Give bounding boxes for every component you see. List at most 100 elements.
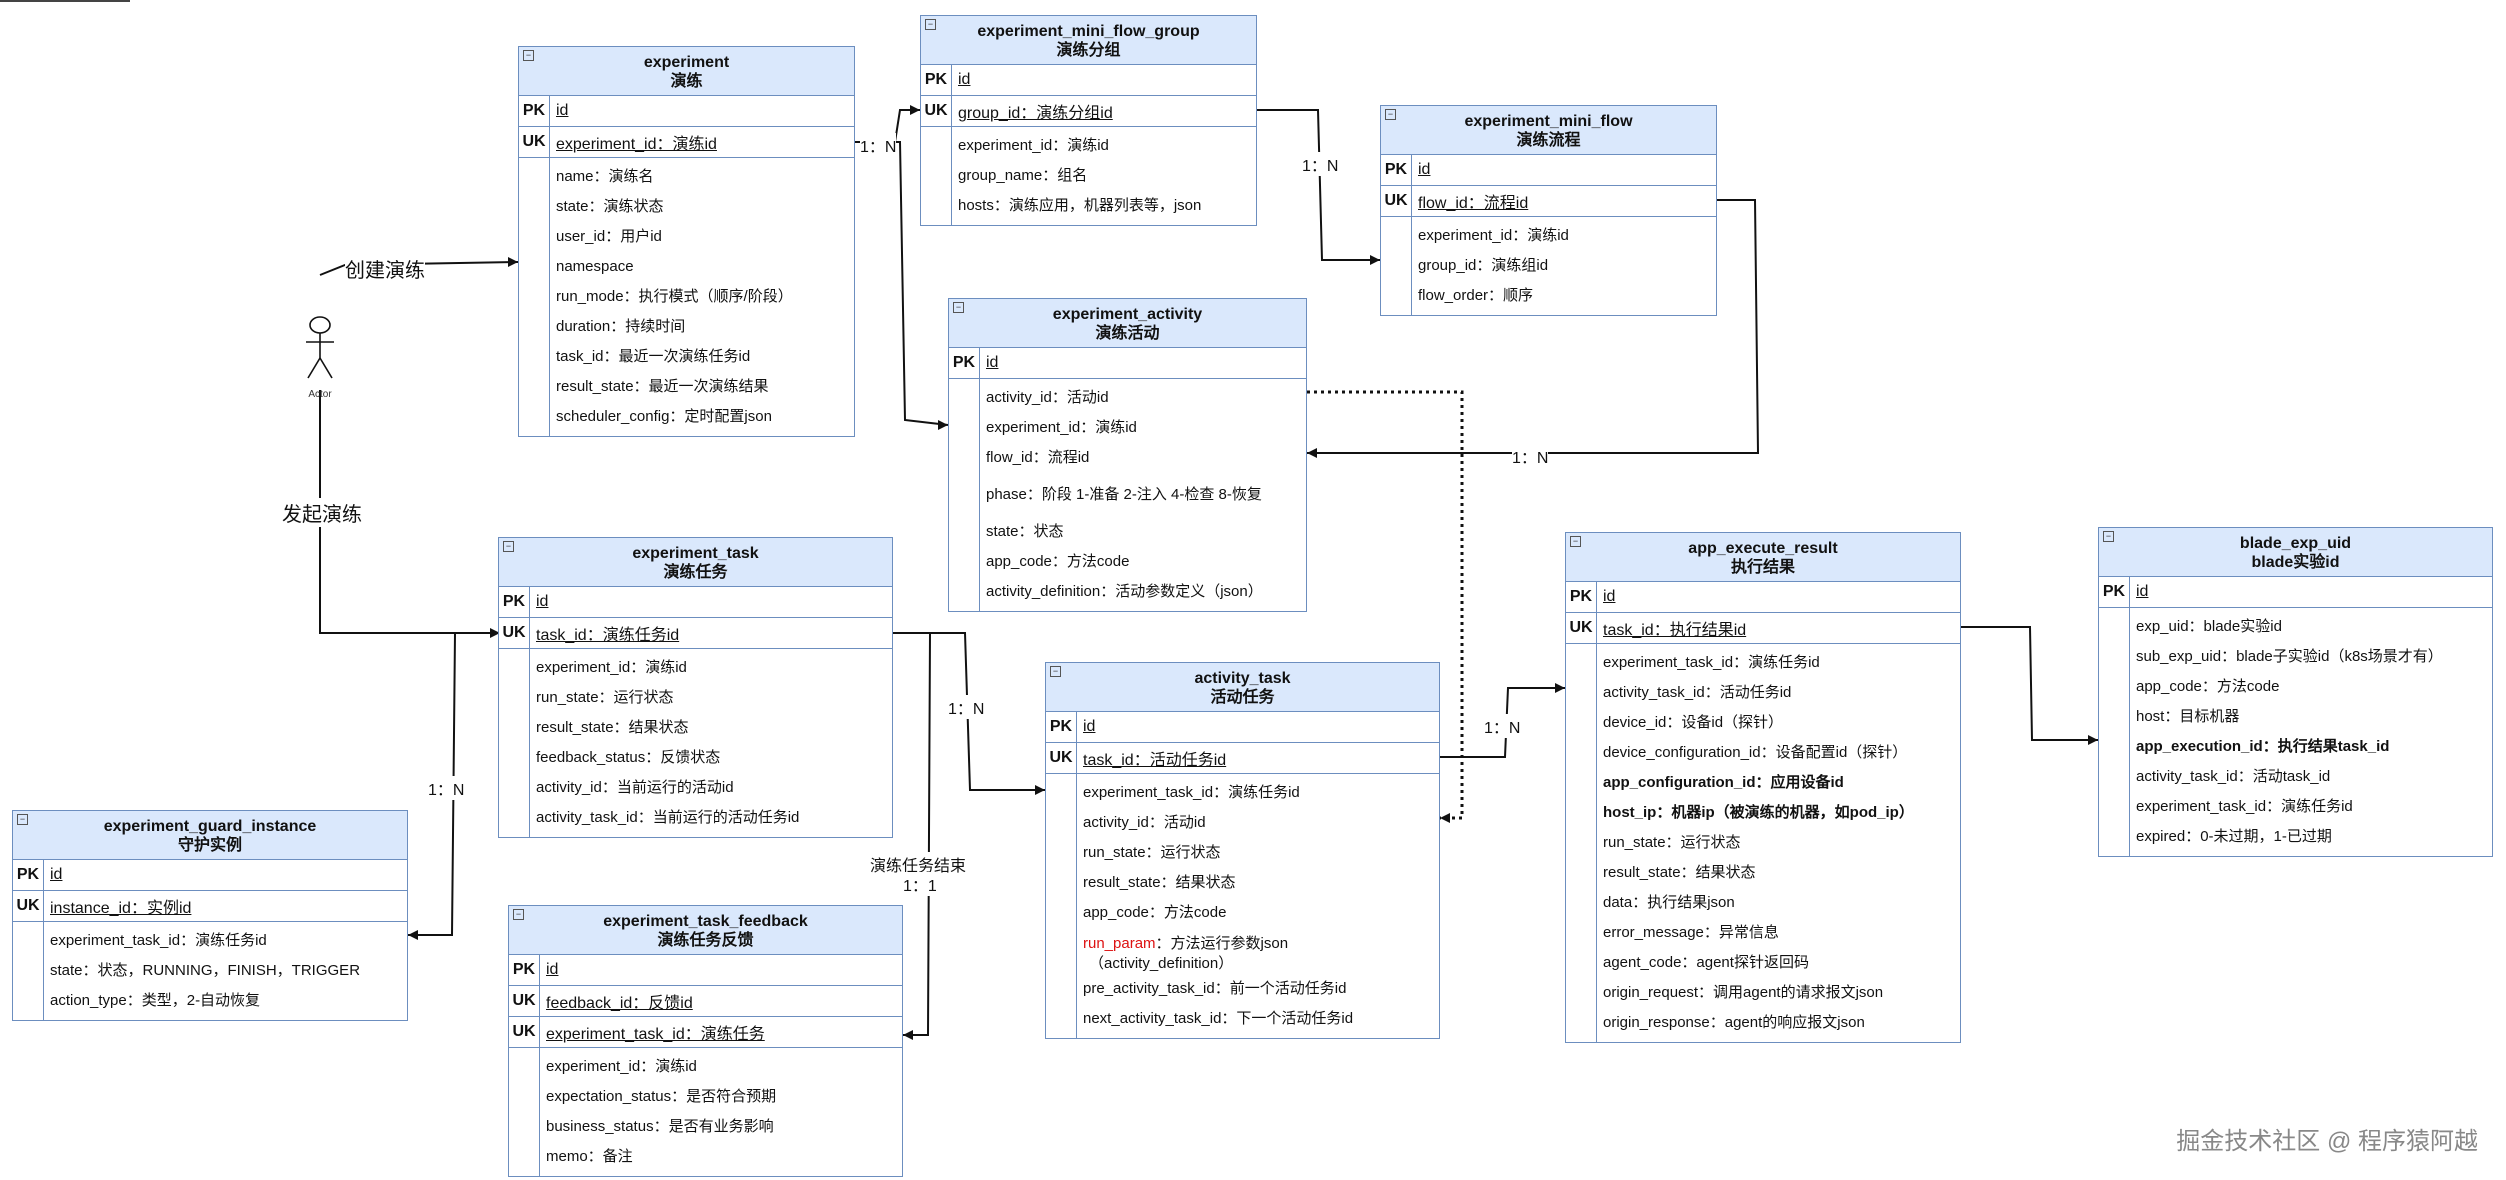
field: state：状态 bbox=[986, 523, 1064, 540]
field: result_state：结果状态 bbox=[1603, 864, 1756, 881]
pk-badge: PK bbox=[921, 65, 952, 95]
entity-subtitle: 演练流程 bbox=[1516, 132, 1581, 149]
field: experiment_id：演练id bbox=[546, 1058, 697, 1075]
field-pk: id bbox=[50, 866, 63, 883]
field: app_configuration_id：应用设备id bbox=[1603, 774, 1844, 791]
uk-badge: UK bbox=[519, 127, 550, 157]
field-uk: task_id：执行结果id bbox=[1603, 622, 1747, 639]
entity-title: experiment_mini_flow_group bbox=[977, 23, 1200, 40]
label-flow-activity-cardinality: 1：N bbox=[1512, 444, 1549, 468]
field: activity_task_id：当前运行的活动任务id bbox=[536, 809, 800, 826]
field-uk: task_id：活动任务id bbox=[1083, 752, 1227, 769]
field-uk: experiment_task_id：演练任务 bbox=[546, 1026, 765, 1043]
edge-task-feedback bbox=[893, 632, 932, 1036]
field: device_id：设备id（探针） bbox=[1603, 714, 1784, 731]
field: origin_request：调用agent的请求报文json bbox=[1603, 984, 1884, 1001]
field: flow_order：顺序 bbox=[1418, 287, 1534, 304]
field-pk: id bbox=[556, 102, 569, 119]
field: action_type：类型，2-自动恢复 bbox=[50, 992, 261, 1009]
actor-label: Actor bbox=[308, 389, 332, 400]
collapse-icon[interactable]: − bbox=[1570, 536, 1581, 547]
field-pk: id bbox=[1418, 161, 1431, 178]
field: pre_activity_task_id：前一个活动任务id bbox=[1083, 980, 1347, 997]
entity-subtitle: 活动任务 bbox=[1210, 689, 1275, 706]
field: experiment_id：演练id bbox=[1418, 227, 1569, 244]
uk-badge: UK bbox=[1381, 186, 1412, 216]
collapse-icon[interactable]: − bbox=[925, 19, 936, 30]
field: activity_task_id：活动任务id bbox=[1603, 684, 1792, 701]
pk-badge: PK bbox=[949, 348, 980, 378]
field: result_state：结果状态 bbox=[1083, 874, 1236, 891]
run-param-key: run_param bbox=[1083, 935, 1156, 952]
field: name：演练名 bbox=[556, 168, 654, 185]
field: run_mode：执行模式（顺序/阶段） bbox=[556, 288, 793, 305]
entity-title: experiment bbox=[643, 54, 730, 71]
legend-line bbox=[0, 0, 130, 2]
field-pk: id bbox=[546, 961, 559, 978]
field: experiment_task_id：演练任务id bbox=[1603, 654, 1820, 671]
entity-title: activity_task bbox=[1194, 670, 1291, 687]
edge-activity-activity-task bbox=[1307, 390, 1464, 820]
entity-title: experiment_mini_flow bbox=[1464, 113, 1633, 130]
collapse-icon[interactable]: − bbox=[2103, 531, 2114, 542]
field-pk: id bbox=[958, 71, 971, 88]
actor-icon bbox=[306, 316, 334, 379]
field: experiment_id：演练id bbox=[986, 419, 1137, 436]
entity-subtitle: 演练任务反馈 bbox=[657, 932, 754, 949]
field: run_state：运行状态 bbox=[536, 689, 674, 706]
field: result_state：最近一次演练结果 bbox=[556, 378, 769, 395]
field: run_state：运行状态 bbox=[1083, 844, 1221, 861]
uk-badge: UK bbox=[499, 618, 530, 648]
collapse-icon[interactable]: − bbox=[523, 50, 534, 61]
field: app_code：方法code bbox=[1083, 904, 1227, 921]
field: host_ip：机器ip（被演练的机器，如pod_ip） bbox=[1603, 804, 1914, 821]
entity-subtitle: 守护实例 bbox=[177, 837, 242, 854]
field: data：执行结果json bbox=[1603, 894, 1735, 911]
field: host：目标机器 bbox=[2136, 708, 2240, 725]
collapse-icon[interactable]: − bbox=[513, 909, 524, 920]
label-group-flow-cardinality: 1：N bbox=[1302, 152, 1339, 176]
collapse-icon[interactable]: − bbox=[503, 541, 514, 552]
uk-badge: UK bbox=[509, 1017, 540, 1047]
field: activity_task_id：活动task_id bbox=[2136, 768, 2331, 785]
collapse-icon[interactable]: − bbox=[953, 302, 964, 313]
entity-title: experiment_task bbox=[632, 545, 759, 562]
label-task-guard-cardinality: 1：N bbox=[428, 776, 465, 800]
collapse-icon[interactable]: − bbox=[17, 814, 28, 825]
collapse-icon[interactable]: − bbox=[1050, 666, 1061, 677]
collapse-icon[interactable]: − bbox=[1385, 109, 1396, 120]
field: expired：0-未过期，1-已过期 bbox=[2136, 828, 2332, 845]
field-run-param-note: （activity_definition） bbox=[1089, 955, 1234, 972]
field: memo：备注 bbox=[546, 1148, 633, 1165]
field: activity_id：活动id bbox=[1083, 814, 1206, 831]
entity-subtitle: 演练任务 bbox=[663, 564, 728, 581]
field: hosts：演练应用，机器列表等，json bbox=[958, 197, 1202, 214]
field: activity_id：当前运行的活动id bbox=[536, 779, 734, 796]
field: duration：持续时间 bbox=[556, 318, 686, 335]
field: exp_uid：blade实验id bbox=[2136, 618, 2282, 635]
pk-badge: PK bbox=[1046, 712, 1077, 742]
watermark: 掘金技术社区 @ 程序猿阿越 bbox=[2176, 1128, 2478, 1155]
edge-group-flow bbox=[1257, 109, 1380, 261]
field: sub_exp_uid：blade子实验id（k8s场景才有） bbox=[2136, 648, 2443, 665]
field: experiment_task_id：演练任务id bbox=[2136, 798, 2353, 815]
edge-actor-task bbox=[319, 390, 500, 634]
field: state：演练状态 bbox=[556, 198, 664, 215]
field-uk: flow_id：流程id bbox=[1418, 195, 1529, 212]
field: agent_code：agent探针返回码 bbox=[1603, 954, 1809, 971]
field: error_message：异常信息 bbox=[1603, 924, 1779, 941]
field: app_execution_id：执行结果task_id bbox=[2136, 738, 2390, 755]
pk-badge: PK bbox=[2099, 577, 2130, 607]
field: task_id：最近一次演练任务id bbox=[556, 348, 751, 365]
